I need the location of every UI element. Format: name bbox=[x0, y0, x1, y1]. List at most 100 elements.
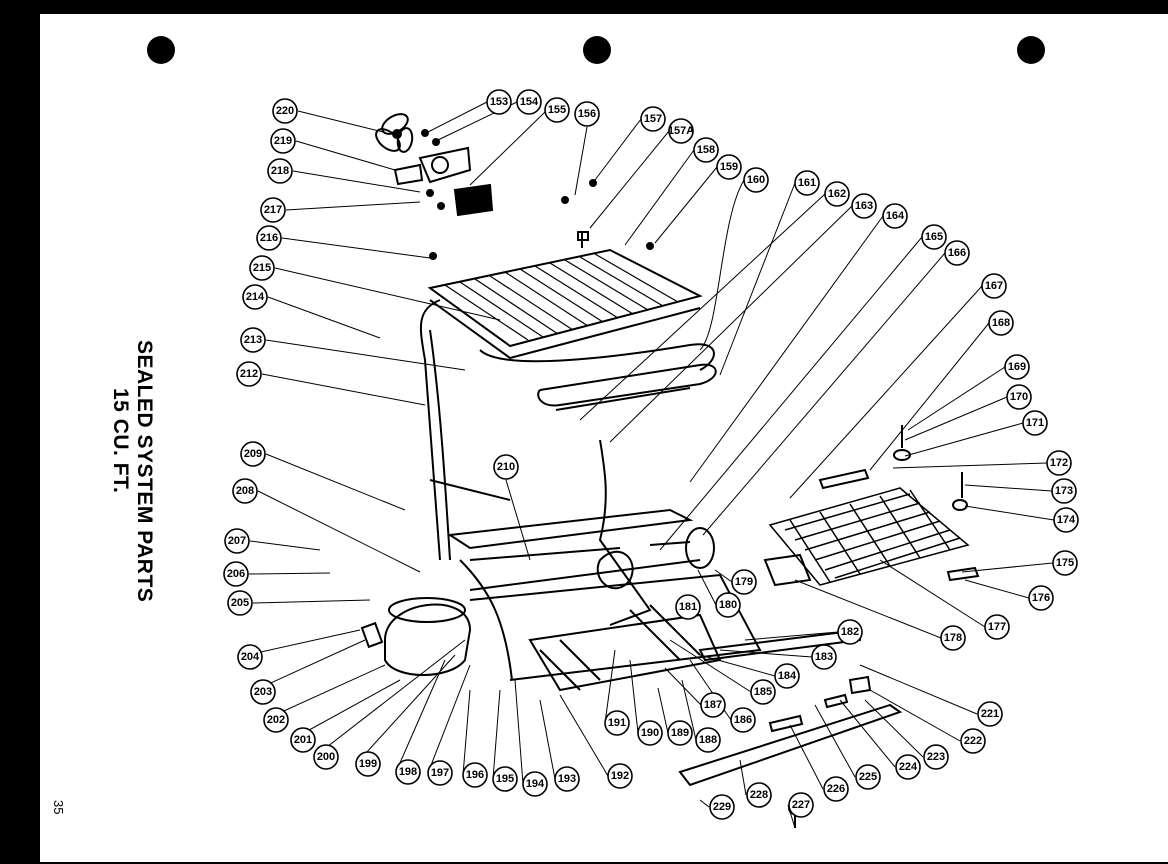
callout-157: 157 bbox=[640, 106, 666, 132]
callout-182: 182 bbox=[837, 619, 863, 645]
callout-226: 226 bbox=[823, 776, 849, 802]
callout-166: 166 bbox=[944, 240, 970, 266]
leader-lines bbox=[237, 101, 1055, 829]
svg-text:191: 191 bbox=[608, 717, 626, 729]
svg-text:217: 217 bbox=[264, 204, 282, 216]
svg-text:190: 190 bbox=[641, 727, 659, 739]
svg-text:226: 226 bbox=[827, 783, 845, 795]
svg-text:212: 212 bbox=[240, 368, 258, 380]
callout-192: 192 bbox=[607, 763, 633, 789]
callout-187: 187 bbox=[700, 692, 726, 718]
svg-text:182: 182 bbox=[841, 626, 859, 638]
callout-207: 207 bbox=[224, 528, 250, 554]
callout-225: 225 bbox=[855, 764, 881, 790]
callout-205: 205 bbox=[227, 590, 253, 616]
callout-221: 221 bbox=[977, 701, 1003, 727]
callout-219: 219 bbox=[270, 128, 296, 154]
svg-text:159: 159 bbox=[720, 161, 738, 173]
callout-161: 161 bbox=[794, 170, 820, 196]
callout-220: 220 bbox=[272, 98, 298, 124]
callout-215: 215 bbox=[249, 255, 275, 281]
svg-text:157A: 157A bbox=[668, 125, 694, 137]
svg-text:164: 164 bbox=[886, 210, 905, 222]
svg-text:173: 173 bbox=[1055, 485, 1073, 497]
callout-163: 163 bbox=[851, 193, 877, 219]
svg-text:168: 168 bbox=[992, 317, 1010, 329]
callout-191: 191 bbox=[604, 710, 630, 736]
callout-210: 210 bbox=[493, 454, 519, 480]
callout-194: 194 bbox=[522, 771, 548, 797]
svg-text:167: 167 bbox=[985, 280, 1003, 292]
callout-179: 179 bbox=[731, 569, 757, 595]
svg-text:174: 174 bbox=[1057, 514, 1076, 526]
callout-208: 208 bbox=[232, 478, 258, 504]
callout-183: 183 bbox=[811, 644, 837, 670]
callout-213: 213 bbox=[240, 327, 266, 353]
svg-text:192: 192 bbox=[611, 770, 629, 782]
callout-155: 155 bbox=[544, 97, 570, 123]
svg-text:154: 154 bbox=[520, 96, 539, 108]
svg-text:155: 155 bbox=[548, 104, 566, 116]
svg-text:227: 227 bbox=[792, 799, 810, 811]
svg-text:205: 205 bbox=[231, 597, 249, 609]
callout-206: 206 bbox=[223, 561, 249, 587]
svg-text:156: 156 bbox=[578, 108, 596, 120]
punch-hole-right bbox=[1017, 36, 1045, 64]
svg-text:229: 229 bbox=[713, 801, 731, 813]
svg-text:228: 228 bbox=[750, 789, 768, 801]
svg-text:215: 215 bbox=[253, 262, 271, 274]
callout-167: 167 bbox=[981, 273, 1007, 299]
svg-text:178: 178 bbox=[944, 632, 962, 644]
svg-text:187: 187 bbox=[704, 699, 722, 711]
callout-154: 154 bbox=[516, 89, 542, 115]
callout-162: 162 bbox=[824, 181, 850, 207]
callout-218: 218 bbox=[267, 158, 293, 184]
callout-170: 170 bbox=[1006, 384, 1032, 410]
punch-hole-center bbox=[583, 36, 611, 64]
callout-157A: 157A bbox=[668, 118, 694, 144]
callout-156: 156 bbox=[574, 101, 600, 127]
callout-195: 195 bbox=[492, 766, 518, 792]
callout-190: 190 bbox=[637, 720, 663, 746]
title-line-2: 15 CU. FT. bbox=[109, 388, 132, 494]
callout-224: 224 bbox=[895, 754, 921, 780]
callout-223: 223 bbox=[923, 744, 949, 770]
callout-198: 198 bbox=[395, 759, 421, 785]
svg-text:207: 207 bbox=[228, 535, 246, 547]
svg-text:202: 202 bbox=[267, 714, 285, 726]
title-line-1: SEALED SYSTEM PARTS bbox=[133, 340, 156, 603]
drain-pan-parts bbox=[763, 425, 980, 587]
svg-text:188: 188 bbox=[699, 734, 717, 746]
svg-text:208: 208 bbox=[236, 485, 254, 497]
callout-168: 168 bbox=[988, 310, 1014, 336]
svg-text:200: 200 bbox=[317, 751, 335, 763]
svg-text:184: 184 bbox=[778, 670, 797, 682]
svg-text:175: 175 bbox=[1056, 557, 1074, 569]
svg-text:158: 158 bbox=[697, 144, 715, 156]
svg-text:170: 170 bbox=[1010, 391, 1028, 403]
punch-hole-left bbox=[147, 36, 175, 64]
callout-174: 174 bbox=[1053, 507, 1079, 533]
svg-text:225: 225 bbox=[859, 771, 877, 783]
callout-199: 199 bbox=[355, 751, 381, 777]
svg-text:176: 176 bbox=[1032, 592, 1050, 604]
callout-229: 229 bbox=[709, 794, 735, 820]
fan-motor-bracket bbox=[393, 146, 494, 217]
svg-text:223: 223 bbox=[927, 751, 945, 763]
base-frame bbox=[429, 479, 861, 692]
callout-153: 153 bbox=[486, 89, 512, 115]
callout-222: 222 bbox=[960, 728, 986, 754]
svg-text:189: 189 bbox=[671, 727, 689, 739]
svg-text:153: 153 bbox=[490, 96, 508, 108]
fan-blade bbox=[375, 113, 414, 153]
svg-text:195: 195 bbox=[496, 773, 514, 785]
callout-184: 184 bbox=[774, 663, 800, 689]
compressor bbox=[360, 597, 472, 676]
svg-text:165: 165 bbox=[925, 231, 943, 243]
refrigerant-tubing bbox=[419, 299, 717, 681]
svg-text:183: 183 bbox=[815, 651, 833, 663]
svg-text:201: 201 bbox=[294, 734, 312, 746]
svg-text:157: 157 bbox=[644, 113, 662, 125]
svg-text:193: 193 bbox=[558, 773, 576, 785]
